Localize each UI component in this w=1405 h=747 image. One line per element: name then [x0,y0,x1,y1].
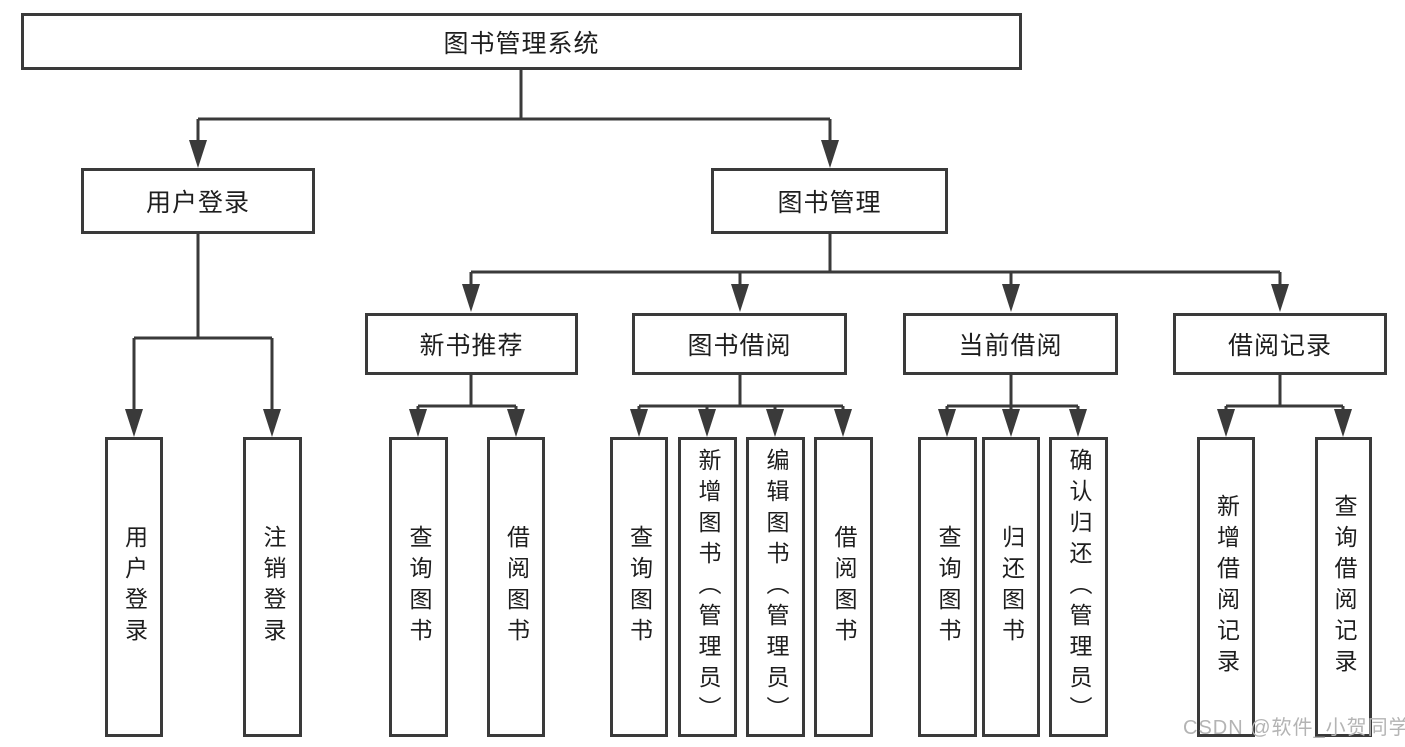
node-current-borrow: 当前借阅 [903,313,1118,375]
leaf-current-return-books: 归还图书 [982,437,1040,737]
node-borrow-records: 借阅记录 [1173,313,1387,375]
connector-current-borrow-group [938,375,1087,437]
connector-new-books-group [409,375,525,437]
leaf-records-query-record: 查询借阅记录 [1315,437,1372,737]
connector-book-mgmt-group [462,234,1289,312]
csdn-watermark: CSDN @软件_小贺同学 [1183,717,1405,739]
node-book-borrowing: 图书借阅 [632,313,847,375]
leaf-newbooks-borrow-books: 借阅图书 [487,437,545,737]
leaf-logout: 注销登录 [243,437,302,737]
leaf-newbooks-query-books: 查询图书 [389,437,448,737]
leaf-borrowing-query-books: 查询图书 [610,437,668,737]
connector-user-login-group [125,234,281,437]
leaf-current-query-books: 查询图书 [918,437,977,737]
connector-borrow-records-group [1217,375,1352,437]
leaf-borrowing-edit-books-admin: 编辑图书（管理员） [746,437,805,737]
connector-root-to-level2 [189,70,839,168]
leaf-records-add-record: 新增借阅记录 [1197,437,1255,737]
leaf-user-login: 用户登录 [105,437,163,737]
leaf-current-confirm-return-admin: 确认归还（管理员） [1049,437,1108,737]
connector-borrowing-group [630,375,852,437]
leaf-borrowing-add-books-admin: 新增图书（管理员） [678,437,737,737]
node-book-management: 图书管理 [711,168,948,234]
node-new-book-recommend: 新书推荐 [365,313,578,375]
node-user-login: 用户登录 [81,168,315,234]
leaf-borrowing-borrow-books: 借阅图书 [814,437,873,737]
node-root-library-system: 图书管理系统 [21,13,1022,70]
